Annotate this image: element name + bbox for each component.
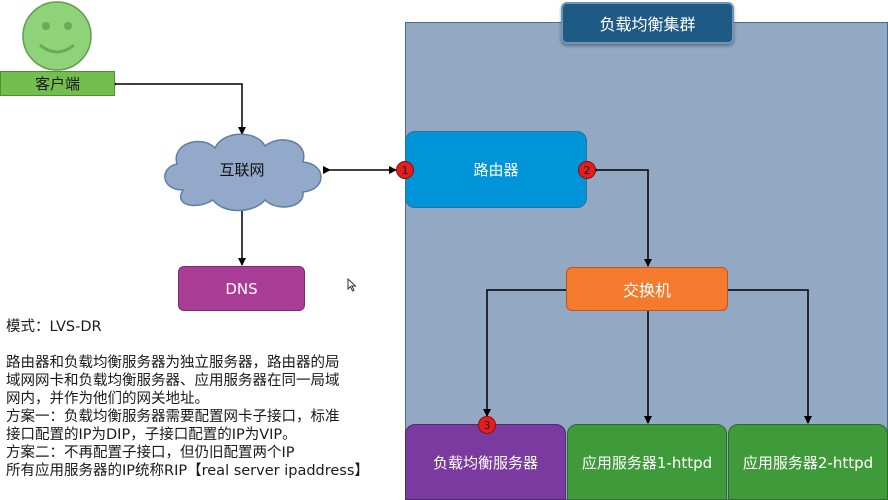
cluster-title: 负载均衡集群	[561, 2, 734, 44]
interface-badge-3: 3	[478, 416, 496, 434]
app-server-1-node: 应用服务器1-httpd	[567, 424, 727, 500]
description-line: 接口配置的IP为DIP，子接口配置的IP为VIP。	[6, 427, 297, 443]
router-node: 路由器	[405, 131, 587, 208]
mouse-cursor-icon	[347, 278, 357, 292]
client-label: 客户端	[0, 71, 115, 96]
interface-badge-2: 2	[578, 161, 596, 179]
client-internet-link	[110, 80, 246, 135]
internet-label: 互联网	[219, 160, 265, 179]
description-line: 所有应用服务器的IP统称RIP【real server ipaddress】	[6, 463, 369, 479]
router-switch-link	[591, 166, 652, 267]
description-line: 方案二：不再配置子接口，但仍旧配置两个IP	[6, 445, 295, 461]
smiley-icon	[22, 1, 92, 71]
description-line: 域网网卡和负载均衡服务器、应用服务器在同一局域	[6, 373, 340, 389]
app-server-2-node: 应用服务器2-httpd	[728, 424, 888, 500]
dns-node: DNS	[178, 266, 305, 311]
switch-lb-link	[483, 286, 572, 417]
description-line: 路由器和负载均衡服务器为独立服务器，路由器的局	[6, 355, 340, 371]
interface-badge-1: 1	[396, 161, 414, 179]
cloud-icon	[164, 133, 322, 212]
description-line: 方案一：负载均衡服务器需要配置网卡子接口，标准	[6, 409, 340, 425]
description-line: 网内，并作为他们的网关地址。	[6, 391, 209, 407]
description: 模式：LVS-DR 路由器和负载均衡服务器为独立服务器，路由器的局 域网网卡和负…	[6, 318, 406, 480]
switch-node: 交换机	[566, 267, 728, 311]
switch-app2-link	[722, 286, 812, 424]
mode-line: 模式：LVS-DR	[6, 319, 102, 335]
load-balancer-node: 负载均衡服务器	[405, 424, 566, 500]
